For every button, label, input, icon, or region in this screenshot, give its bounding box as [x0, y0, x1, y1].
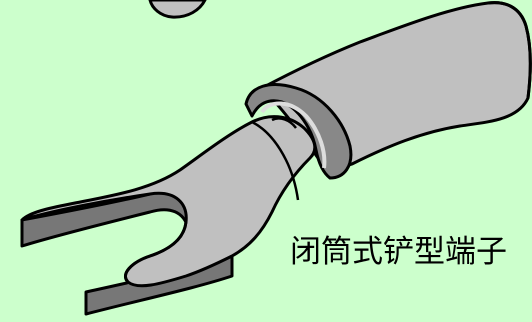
barrel-crease — [271, 117, 297, 129]
tongue-neck-line — [251, 120, 300, 201]
barrel-ring-inner — [260, 101, 327, 169]
spade-tongue — [20, 115, 317, 288]
fork-slot-curve — [124, 221, 188, 284]
figure-caption: 闭筒式铲型端子 — [290, 234, 507, 270]
sleeve-end-cap — [487, 1, 532, 99]
cropped-top-shape — [148, 0, 207, 19]
